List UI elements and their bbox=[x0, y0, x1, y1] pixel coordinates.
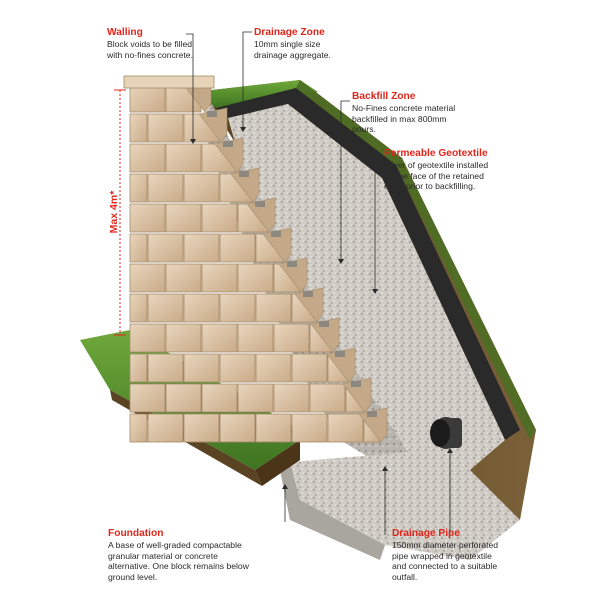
wall-block bbox=[237, 263, 274, 293]
wall-block-side bbox=[358, 407, 388, 443]
wall-block bbox=[129, 383, 166, 413]
wall-block bbox=[129, 113, 148, 143]
wall-block-side bbox=[294, 287, 324, 323]
wall-block bbox=[129, 413, 148, 443]
wall-block-side bbox=[310, 317, 340, 353]
wall-block bbox=[129, 233, 148, 263]
wall-block-side bbox=[342, 377, 372, 413]
max-height-label: Max 4m* bbox=[108, 190, 120, 234]
wall-block bbox=[129, 353, 148, 383]
wall-block bbox=[147, 293, 184, 323]
callout-foundation-title: Foundation bbox=[108, 528, 164, 539]
wall-block bbox=[129, 293, 148, 323]
wall-block bbox=[309, 383, 346, 413]
leader-lines bbox=[186, 31, 453, 535]
callout-drainage-zone-title: Drainage Zone bbox=[254, 27, 325, 38]
backfill-zone bbox=[228, 104, 505, 470]
height-dimension-line bbox=[114, 89, 126, 336]
block-void bbox=[255, 201, 265, 207]
wall-block bbox=[201, 263, 238, 293]
callout-drainage-zone: Drainage Zone 10mm single size drainage … bbox=[254, 26, 344, 60]
callout-drainage-zone-desc: 10mm single size drainage aggregate. bbox=[254, 39, 331, 60]
wall-block bbox=[291, 353, 328, 383]
wall-block bbox=[327, 413, 364, 443]
wall-block bbox=[219, 413, 256, 443]
wall-block bbox=[147, 233, 184, 263]
wall-block-side bbox=[214, 137, 244, 173]
wall-block bbox=[147, 173, 184, 203]
wall-block bbox=[219, 233, 256, 263]
foundation-base bbox=[280, 452, 520, 560]
wall-block bbox=[165, 383, 202, 413]
geotextile-layer bbox=[216, 88, 520, 440]
wall-block bbox=[183, 233, 220, 263]
block-void bbox=[351, 381, 361, 387]
block-void bbox=[271, 231, 281, 237]
wall-block bbox=[165, 143, 202, 173]
callout-permeable-geotextile-desc: Layer of geotextile installed on the fac… bbox=[384, 160, 489, 192]
block-void bbox=[223, 141, 233, 147]
callout-backfill-zone-title: Backfill Zone bbox=[352, 91, 416, 102]
wall-block bbox=[219, 353, 256, 383]
wall-block bbox=[237, 323, 274, 353]
wall-block-side bbox=[326, 347, 356, 383]
wall-block-side bbox=[230, 167, 260, 203]
wall-block bbox=[129, 323, 166, 353]
wall-block bbox=[201, 323, 238, 353]
wall-block bbox=[255, 293, 292, 323]
wall-block bbox=[219, 293, 256, 323]
callout-foundation-desc: A base of well-graded compactable granul… bbox=[108, 540, 249, 582]
block-void bbox=[303, 291, 313, 297]
wall-block bbox=[147, 353, 184, 383]
wall-block bbox=[183, 293, 220, 323]
callout-permeable-geotextile-title: Permeable Geotextile bbox=[384, 148, 488, 159]
wall-block-side bbox=[246, 197, 276, 233]
wall-block bbox=[201, 383, 238, 413]
wall-block bbox=[273, 323, 310, 353]
wall-block bbox=[147, 413, 184, 443]
callout-drainage-pipe: Drainage Pipe 150mm diameter perforated … bbox=[392, 527, 502, 582]
wall-block bbox=[291, 413, 328, 443]
callout-foundation: Foundation A base of well-graded compact… bbox=[108, 527, 258, 582]
wall-block-side bbox=[278, 257, 308, 293]
callout-walling: Walling Block voids to be filled with no… bbox=[107, 26, 193, 60]
wall-block-side bbox=[198, 107, 228, 143]
wall-block bbox=[201, 203, 238, 233]
wall-block bbox=[237, 383, 274, 413]
callout-backfill-zone: Backfill Zone No-Fines concrete material… bbox=[352, 90, 470, 135]
wall-block bbox=[129, 173, 148, 203]
block-void bbox=[319, 321, 329, 327]
wall-block bbox=[273, 383, 310, 413]
wall-block bbox=[255, 413, 292, 443]
wall-block bbox=[129, 203, 166, 233]
wall-block bbox=[147, 113, 184, 143]
callout-backfill-zone-desc: No-Fines concrete material backfilled in… bbox=[352, 103, 456, 135]
callout-walling-desc: Block voids to be filled with no-fines c… bbox=[107, 39, 193, 60]
drainage-pipe-illustration bbox=[430, 417, 462, 449]
wall-block bbox=[183, 413, 220, 443]
wall-block-side bbox=[262, 227, 292, 263]
block-void bbox=[239, 171, 249, 177]
block-void bbox=[287, 261, 297, 267]
wall-block bbox=[165, 263, 202, 293]
wall-cap-block bbox=[123, 75, 215, 89]
block-void bbox=[335, 351, 345, 357]
wall-block bbox=[255, 353, 292, 383]
callout-walling-title: Walling bbox=[107, 27, 143, 38]
wall-block bbox=[183, 353, 220, 383]
wall-block bbox=[129, 263, 166, 293]
block-wall bbox=[123, 75, 388, 443]
callout-permeable-geotextile: Permeable Geotextile Layer of geotextile… bbox=[384, 147, 498, 192]
callout-drainage-pipe-title: Drainage Pipe bbox=[392, 528, 460, 539]
block-void bbox=[207, 111, 217, 117]
callout-drainage-pipe-desc: 150mm diameter perforated pipe wrapped i… bbox=[392, 540, 499, 582]
wall-block bbox=[129, 143, 166, 173]
block-void bbox=[367, 411, 377, 417]
wall-block bbox=[165, 323, 202, 353]
wall-block bbox=[183, 173, 220, 203]
wall-block bbox=[165, 203, 202, 233]
